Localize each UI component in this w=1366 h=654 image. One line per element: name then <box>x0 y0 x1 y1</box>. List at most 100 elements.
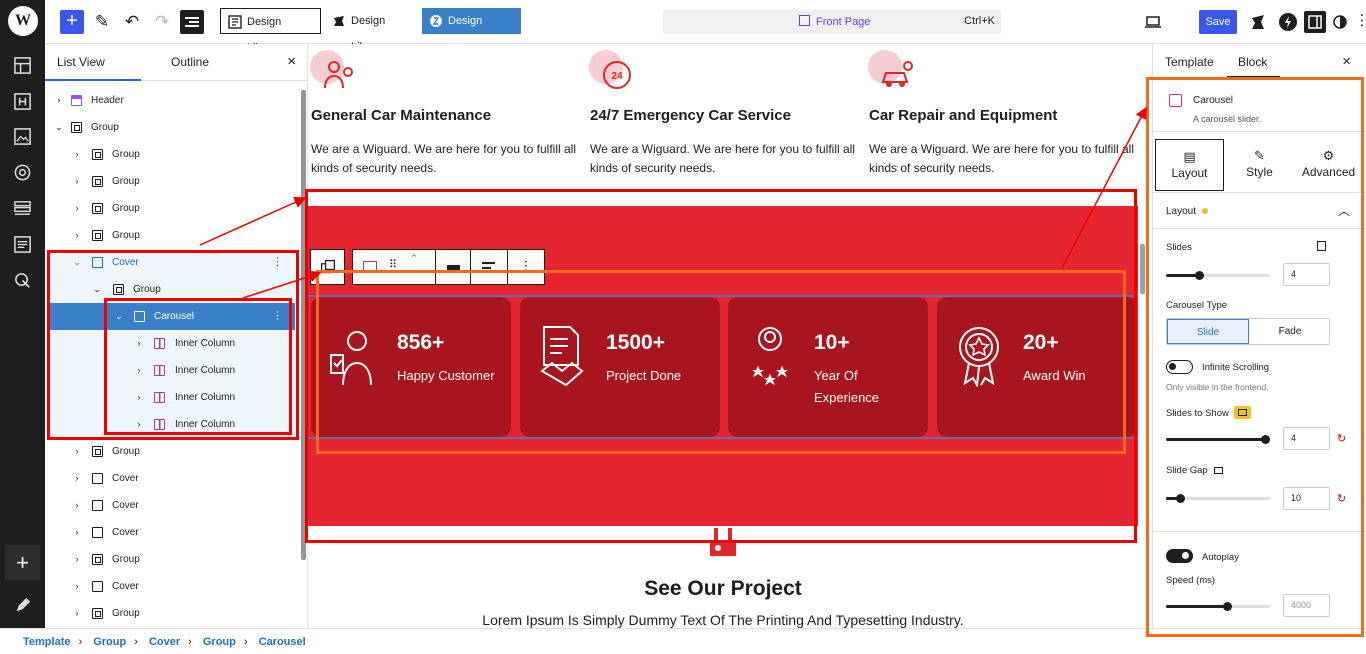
block-setting-tabs: ▤Layout ✎Style ⚙Advanced <box>1153 137 1366 193</box>
block-options-icon[interactable]: ⋮ <box>272 256 283 268</box>
block-inserter-button[interactable]: + <box>60 10 84 34</box>
list-item[interactable]: ›Group <box>75 149 140 160</box>
layout-section-header[interactable]: Layout <box>1166 206 1209 217</box>
design-library-button[interactable]: Design Library <box>220 8 321 54</box>
list-item[interactable]: ›Header <box>57 95 124 106</box>
slide-gap-slider[interactable] <box>1166 494 1270 503</box>
desktop-preview-icon[interactable] <box>1142 11 1164 33</box>
breadcrumb-item[interactable]: Group <box>202 636 236 648</box>
tab-layout[interactable]: ▤Layout <box>1155 139 1224 191</box>
breadcrumb-item[interactable]: Template <box>23 636 71 648</box>
list-view-scrollbar[interactable] <box>301 90 306 560</box>
design-library-button-2[interactable]: Design Library <box>325 8 425 53</box>
parent-block-button[interactable] <box>310 249 345 285</box>
tab-list-view[interactable]: List View <box>45 55 141 81</box>
design-library-button-3[interactable]: Design Library <box>422 8 521 53</box>
reset-icon[interactable]: ↻ <box>1337 433 1347 445</box>
redo-icon[interactable]: ↷ <box>154 12 170 31</box>
add-block-button[interactable]: + <box>5 545 40 580</box>
autoplay-label: Autoplay <box>1202 552 1239 563</box>
block-options-icon[interactable]: ⋮ <box>272 310 283 322</box>
chevron-up-icon[interactable]: ︿ <box>1337 204 1350 218</box>
more-options-icon[interactable]: ⋮ <box>507 249 545 285</box>
reset-icon[interactable]: ↻ <box>1337 493 1347 505</box>
options-menu-icon[interactable]: ⋮ <box>1354 12 1366 29</box>
contrast-icon[interactable] <box>1329 11 1351 33</box>
list-item[interactable]: ›Inner Column <box>50 357 295 384</box>
list-item-carousel[interactable]: ⌄Carousel⋮ <box>50 303 295 330</box>
breadcrumb-item[interactable]: Cover <box>148 636 181 648</box>
slides-to-show-label: Slides to Show <box>1166 406 1251 419</box>
speed-slider[interactable] <box>1166 602 1270 611</box>
type-fade-option[interactable]: Fade <box>1278 326 1302 337</box>
settings-tabs: Template Block × <box>1153 44 1366 79</box>
slides-to-show-input[interactable]: 4 <box>1283 427 1330 450</box>
slides-to-show-slider[interactable] <box>1166 435 1270 444</box>
desktop-icon[interactable] <box>1213 467 1223 474</box>
save-button[interactable]: Save <box>1199 10 1237 34</box>
settings-sidebar-toggle[interactable] <box>1304 11 1326 33</box>
slides-slider[interactable] <box>1166 271 1270 280</box>
list-item-cover[interactable]: ⌄Cover⋮ <box>50 249 295 276</box>
list-item[interactable]: ›Inner Column <box>50 330 295 357</box>
tab-outline[interactable]: Outline <box>171 55 210 69</box>
tab-block[interactable]: Block <box>1238 55 1268 69</box>
edit-pencil-icon[interactable] <box>13 596 32 615</box>
list-item[interactable]: ›Group <box>75 608 140 619</box>
carousel-icon <box>1169 94 1182 107</box>
tab-style[interactable]: ✎Style <box>1225 139 1294 191</box>
tab-advanced[interactable]: ⚙Advanced <box>1294 139 1363 191</box>
list-item[interactable]: ›Group <box>75 203 140 214</box>
block-name: Carousel <box>1193 95 1234 106</box>
duplicate-icon[interactable] <box>1317 241 1326 251</box>
breadcrumb-item[interactable]: Carousel <box>258 636 306 648</box>
list-item[interactable]: ›Inner Column <box>50 384 295 411</box>
slide-gap-input[interactable]: 10 <box>1283 487 1330 510</box>
styles-icon[interactable] <box>13 163 32 182</box>
list-view-toggle[interactable] <box>180 10 204 34</box>
undo-icon[interactable]: ↶ <box>124 12 140 31</box>
drag-handle-icon[interactable]: ⠿ <box>389 259 398 271</box>
list-item[interactable]: ›Cover <box>75 500 139 511</box>
autoplay-toggle[interactable] <box>1166 549 1193 563</box>
breadcrumb-item[interactable]: Group <box>93 636 127 648</box>
slides-input[interactable]: 4 <box>1283 263 1330 286</box>
list-item[interactable]: ›Cover <box>75 473 139 484</box>
list-item[interactable]: ›Group <box>75 176 140 187</box>
carousel-track <box>308 295 1138 439</box>
person-stars-icon <box>752 327 788 386</box>
patterns-icon[interactable] <box>13 199 32 218</box>
plugin-bolt-icon[interactable] <box>1277 11 1299 33</box>
list-item[interactable]: ›Group <box>75 446 140 457</box>
layout-icon[interactable] <box>13 56 32 75</box>
image-icon[interactable] <box>13 127 32 146</box>
tools-pencil-icon[interactable]: ✎ <box>94 12 110 31</box>
tab-template[interactable]: Template <box>1165 55 1214 69</box>
align-button[interactable] <box>435 249 471 285</box>
list-item[interactable]: ›Group <box>75 230 140 241</box>
close-icon[interactable]: × <box>287 53 296 70</box>
justify-button[interactable] <box>470 249 508 285</box>
pages-icon[interactable] <box>13 235 32 254</box>
list-item[interactable]: ›Group <box>75 554 140 565</box>
list-item[interactable]: ›Cover <box>75 581 139 592</box>
move-up-icon[interactable]: ⌃ <box>409 252 420 266</box>
carousel-type-label: Carousel Type <box>1166 300 1228 311</box>
close-icon[interactable]: × <box>1342 53 1351 70</box>
canvas-scrollbar[interactable] <box>1140 244 1145 294</box>
wordpress-logo-icon[interactable]: W <box>8 6 38 36</box>
stat-number: 856+ <box>397 331 445 354</box>
responsive-device-icon[interactable] <box>1233 406 1251 419</box>
list-item[interactable]: ›Inner Column <box>50 411 295 438</box>
list-item[interactable]: ›Cover <box>75 527 139 538</box>
speed-input[interactable]: 4000 <box>1283 594 1330 617</box>
infinite-scrolling-toggle[interactable] <box>1166 360 1193 374</box>
heading-icon[interactable] <box>13 92 32 111</box>
list-item[interactable]: ⌄Group <box>50 276 295 303</box>
type-slide-option[interactable]: Slide <box>1167 319 1249 344</box>
block-type-mover[interactable]: ⠿⌃ <box>352 249 436 285</box>
plugin-s-icon[interactable] <box>1247 11 1269 33</box>
cursor-icon[interactable] <box>13 271 32 290</box>
command-palette-bar[interactable]: Front Page Ctrl+K <box>663 10 1001 34</box>
list-item[interactable]: ⌄Group <box>55 122 119 133</box>
